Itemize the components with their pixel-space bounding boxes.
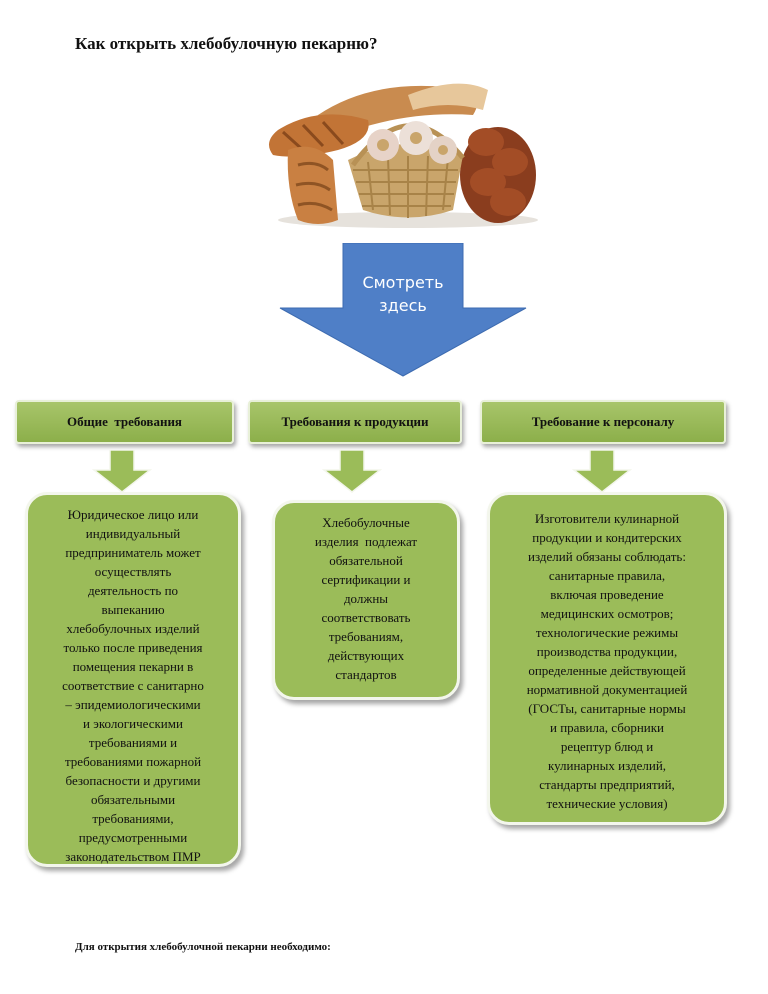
text-line: и правила, сборники: [549, 720, 665, 735]
text-line: требованиями и: [88, 735, 178, 750]
text-line: законодательством ПМР: [65, 849, 201, 864]
text-line: изделий обязаны соблюдать:: [528, 549, 686, 564]
text-line: стандартов: [335, 667, 397, 682]
down-arrow-icon: [572, 450, 632, 493]
text-line: выпеканию: [101, 602, 165, 617]
down-arrow-icon: [279, 242, 527, 377]
text-line: осуществлять: [94, 564, 172, 579]
text-line: действующих: [327, 648, 405, 663]
text-line: индивидуальный: [85, 526, 181, 541]
general-requirements-text: Юридическое лицо или индивидуальный предпр…: [28, 505, 238, 866]
text-line: соответствие с санитарно: [62, 678, 204, 693]
text-line: Юридическое лицо или: [67, 507, 199, 522]
header-label: Требование к персоналу: [531, 414, 675, 429]
text-line: Изготовители кулинарной: [534, 511, 680, 526]
arrow-label-line-2: здесь: [379, 296, 427, 315]
look-here-arrow: Смотреть здесь: [278, 242, 528, 378]
text-line: технологические режимы: [535, 625, 679, 640]
text-line: (ГОСТы, санитарные нормы: [528, 701, 686, 716]
down-arrow-icon: [92, 450, 152, 493]
text-line: рецептур блюд и: [560, 739, 654, 754]
product-requirements-text: Хлебобулочные изделия подлежат обязательно…: [275, 513, 457, 684]
text-line: технические условия): [546, 796, 668, 811]
staff-requirements-box: Изготовители кулинарной продукции и конди…: [487, 492, 727, 825]
text-line: производства продукции,: [536, 644, 678, 659]
header-label: Требования к продукции: [281, 414, 429, 429]
text-line: обязательными: [90, 792, 176, 807]
text-line: обязательной: [329, 553, 403, 568]
header-product-requirements: Требования к продукции: [248, 400, 462, 444]
general-requirements-box: Юридическое лицо или индивидуальный предпр…: [25, 492, 241, 867]
text-line: нормативной документацией: [526, 682, 688, 697]
text-line: определенные действующей: [528, 663, 686, 678]
text-line: санитарные правила,: [548, 568, 666, 583]
text-line: требованиями пожарной: [64, 754, 202, 769]
text-line: продукции и кондитерских: [532, 530, 682, 545]
text-line: соответствовать: [321, 610, 411, 625]
text-line: сертификации и: [321, 572, 411, 587]
header-staff-requirements: Требование к персоналу: [480, 400, 726, 444]
down-arrow-icon: [322, 450, 382, 493]
text-line: – эпидемиологическими: [65, 697, 201, 712]
text-line: медицинских осмотров;: [540, 606, 674, 621]
header-label: Общие требования: [67, 414, 182, 429]
text-line: требованиям,: [328, 629, 404, 644]
text-line: помещения пекарни в: [72, 659, 194, 674]
text-line: Хлебобулочные: [322, 515, 410, 530]
product-requirements-box: Хлебобулочные изделия подлежат обязательно…: [272, 500, 460, 700]
text-line: хлебобулочных изделий: [66, 621, 200, 636]
arrow-label-line-1: Смотреть: [362, 273, 444, 292]
text-line: кулинарных изделий,: [547, 758, 667, 773]
text-line: предприниматель может: [65, 545, 201, 560]
header-general-requirements: Общие требования: [15, 400, 234, 444]
staff-requirements-text: Изготовители кулинарной продукции и конди…: [490, 509, 724, 813]
text-line: деятельность по: [87, 583, 179, 598]
text-line: требованиями,: [92, 811, 174, 826]
text-line: безопасности и другими: [65, 773, 201, 788]
text-line: только после приведения: [63, 640, 203, 655]
bread-basket-icon: [258, 70, 548, 230]
text-line: изделия подлежат: [314, 534, 418, 549]
text-line: предусмотренными: [78, 830, 188, 845]
text-line: должны: [343, 591, 389, 606]
text-line: и экологическими: [83, 716, 183, 731]
footer-text: Для открытия хлебобулочной пекарни необх…: [75, 941, 331, 953]
text-line: стандарты предприятий,: [539, 777, 675, 792]
page-title: Как открыть хлебобулочную пекарню?: [75, 34, 378, 53]
text-line: включая проведение: [550, 587, 664, 602]
